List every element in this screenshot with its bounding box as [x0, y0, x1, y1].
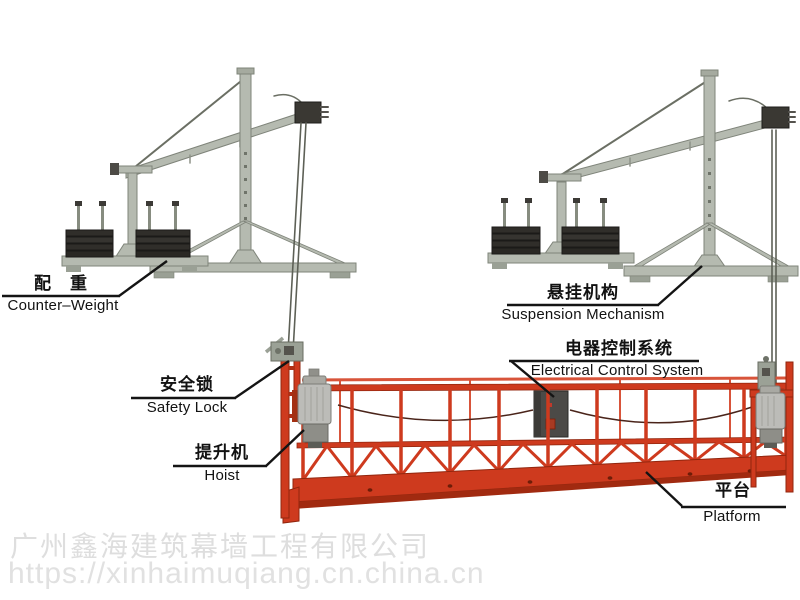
- front-mast: [239, 71, 252, 269]
- jib-beam: [556, 115, 781, 184]
- leader-line-platform: [645, 471, 786, 509]
- tip-wire: [728, 97, 768, 109]
- platform: [264, 336, 794, 524]
- left-suspension-mechanism: [61, 67, 357, 353]
- rear-rail: [301, 376, 790, 382]
- right-suspension-mechanism: [487, 69, 799, 393]
- festoon-cable: [337, 404, 534, 422]
- tension-cable: [557, 78, 711, 178]
- leader-line-electrical-control-system: [509, 359, 699, 398]
- leader-lines: [2, 260, 786, 509]
- wire-rope: [287, 122, 302, 353]
- counterweight-stack: [65, 201, 114, 258]
- tension-cable: [129, 76, 247, 172]
- hoist-motor-right: [755, 385, 786, 448]
- wire-rope: [292, 122, 307, 353]
- festoon-cable: [569, 406, 753, 424]
- suspension-head: [294, 101, 322, 124]
- leader-line-suspension-mechanism: [507, 265, 703, 307]
- label-electrical-control-system-en: Electrical Control System: [530, 362, 704, 379]
- safety-lock-device: [264, 336, 304, 362]
- electrical-control-box: [533, 390, 569, 438]
- base-beam: [623, 265, 799, 277]
- label-electrical-control-system-zh: 电器控制系统: [565, 339, 673, 358]
- label-hoist-en: Hoist: [204, 467, 240, 484]
- leader-line-hoist: [173, 429, 305, 468]
- label-counter-weight-en: Counter–Weight: [7, 297, 119, 314]
- label-safety-lock-en: Safety Lock: [146, 399, 228, 416]
- label-suspension-mechanism-zh: 悬挂机构: [547, 283, 619, 302]
- mast-foot: [228, 249, 263, 265]
- counterweight-stack: [491, 198, 541, 255]
- label-counter-weight-zh: 配 重: [34, 274, 88, 293]
- hoist-motor-left: [292, 368, 332, 448]
- leader-line-safety-lock: [131, 360, 290, 400]
- suspension-head: [761, 106, 790, 129]
- label-platform-en: Platform: [703, 508, 761, 525]
- jib-beam: [125, 109, 310, 179]
- label-suspension-mechanism-en: Suspension Mechanism: [501, 306, 665, 323]
- watermark-url: https://xinhaimuqiang.cn.china.cn: [8, 557, 485, 590]
- label-hoist-zh: 提升机: [195, 443, 249, 462]
- counterweight-stack: [561, 198, 620, 255]
- leader-line-counter-weight: [2, 260, 168, 298]
- label-platform-zh: 平台: [715, 481, 751, 500]
- counterweight-tray: [61, 255, 209, 267]
- platform-skirt: [293, 470, 791, 509]
- counterweight-tray: [487, 252, 635, 264]
- counterweight-stack: [135, 201, 191, 258]
- label-safety-lock-zh: 安全锁: [160, 375, 214, 394]
- watermark-company-name: 广州鑫海建筑幕墙工程有限公司: [10, 531, 431, 562]
- base-beam: [149, 262, 357, 273]
